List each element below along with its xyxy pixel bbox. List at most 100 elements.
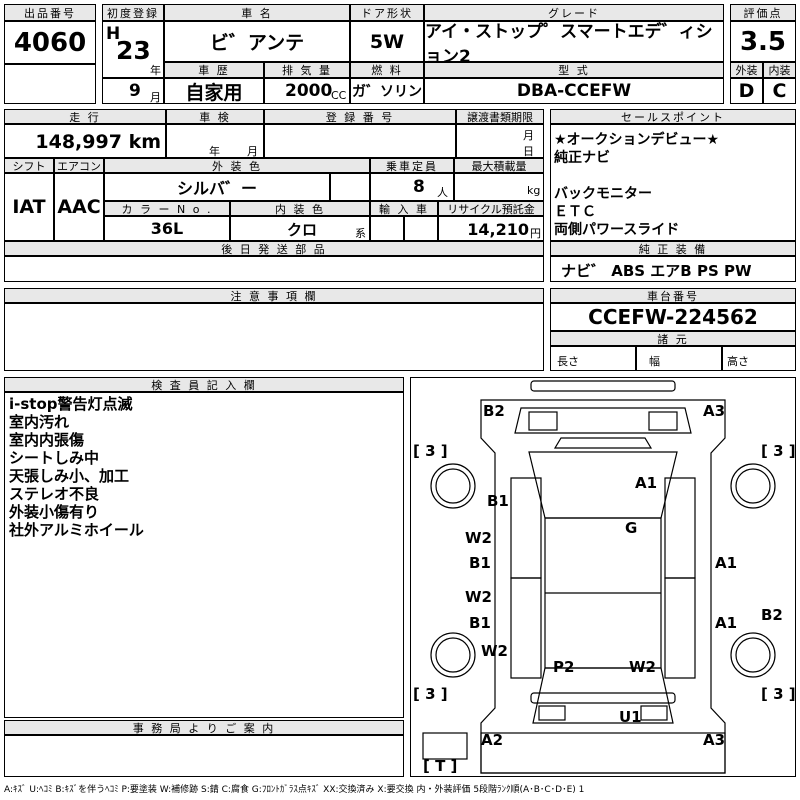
mileage-value: 148,997 (35, 131, 122, 153)
mark-a1-door-right-1: A1 (715, 554, 737, 572)
load-box: kg (454, 173, 544, 201)
color-number: 36L (104, 216, 230, 241)
mark-w2-rear-right: W2 (629, 658, 656, 676)
car-name: ビ゛アンテ (164, 21, 350, 62)
inspector-notes: i-stop警告灯点滅 室内汚れ 室内内張傷 シートしみ中 天張しみ小、加工 ス… (4, 392, 404, 718)
shift: IAT (4, 173, 54, 241)
tread-rear-right: [ 3 ] (761, 685, 795, 703)
interior-unit: 系 (355, 227, 366, 240)
reg-year-unit: 年 (150, 64, 161, 77)
inspect-box: 年 月 (166, 124, 264, 158)
mark-w2-rear-left: W2 (481, 642, 508, 660)
car-outline: B2 A3 [ 3 ] [ 3 ] A1 B1 G W2 B1 A1 W2 B1… (413, 380, 795, 775)
mark-b1-fender: B1 (487, 492, 509, 510)
spec-width: 幅 (636, 346, 722, 371)
inspector-line-5: 天張しみ小、加工 (9, 467, 130, 485)
import-box-1 (370, 216, 404, 241)
mileage-box: 148,997 km (4, 124, 166, 158)
color-blank (330, 173, 370, 201)
sales-line-1: ★オークションデビュー★ (554, 132, 720, 148)
mileage-unit: km (128, 131, 161, 153)
spec-length: 長さ (550, 346, 636, 371)
plate-label: 登 録 番 号 (264, 109, 456, 124)
inspector-line-8: 社外アルミホイール (9, 521, 144, 539)
mark-a1-hood: A1 (635, 474, 657, 492)
inspector-line-3: 室内内張傷 (9, 431, 85, 449)
sales-line-3 (554, 167, 795, 185)
ext-grade: D (730, 78, 763, 104)
office-label: 事 務 局 よ り ご 案 内 (4, 720, 404, 735)
interior-color: クロ (287, 221, 318, 239)
recycle-unit: 円 (530, 227, 541, 240)
mark-a3-front-right: A3 (703, 402, 725, 420)
mark-a2-rear-left: A2 (481, 731, 503, 749)
tread-front-right: [ 3 ] (761, 442, 795, 460)
inspect-year-unit: 年 (209, 145, 220, 158)
recycle-fee: 14,210 (467, 220, 529, 239)
air-con: AAC (54, 173, 104, 241)
specs-label: 諸 元 (550, 331, 796, 346)
reg-label: 初度登録 (102, 4, 164, 21)
mark-b2-front-left: B2 (483, 402, 505, 420)
name-label: 車 名 (164, 4, 350, 21)
int-label: 内装 (763, 62, 796, 78)
plate-box (264, 124, 456, 158)
mark-b1-door-1: B1 (469, 554, 491, 572)
interior-box: クロ 系 (230, 216, 370, 241)
history: 自家用 (164, 78, 264, 104)
disp-box: 2000 CC (264, 78, 350, 104)
model-code: DBA-CCEFW (424, 78, 724, 104)
inspect-month-unit: 月 (247, 145, 258, 158)
transfer-day-unit: 日 (523, 145, 534, 158)
fuel: ガ゛ソリン (350, 78, 424, 104)
tread-rear-left: [ 3 ] (413, 685, 448, 703)
equipment-label: 純 正 装 備 (550, 241, 796, 256)
chassis-label: 車台番号 (550, 288, 796, 303)
interior-label: 内 装 色 (230, 201, 370, 216)
later-parts-label: 後 日 発 送 部 品 (4, 241, 544, 256)
equipment: ナビ゛ ABS エアB PS PW (550, 256, 796, 282)
spec-height: 高さ (722, 346, 796, 371)
lot-blank (4, 64, 96, 104)
ext-color: シルバ゛ー (104, 173, 330, 201)
transfer-label: 譲渡書類期限 (456, 109, 544, 124)
history-label: 車 歴 (164, 62, 264, 78)
recycle-label: リサイクル預託金 (438, 201, 544, 216)
tread-front-left: [ 3 ] (413, 442, 448, 460)
mark-w2-door-1: W2 (465, 529, 492, 547)
ac-label: エアコン (54, 158, 104, 173)
tread-spare: [ T ] (423, 757, 457, 775)
shift-label: シフト (4, 158, 54, 173)
reg-month-box: 9 月 (102, 78, 164, 104)
seats-unit: 人 (437, 186, 448, 199)
sales-line-4: バックモニター (554, 186, 652, 202)
disp-unit: CC (331, 89, 347, 102)
mileage: 148,997 km (35, 131, 161, 153)
score-label: 評価点 (730, 4, 796, 21)
mileage-label: 走 行 (4, 109, 166, 124)
reg-month: 9 (129, 81, 141, 101)
mark-a1-door-right-2: A1 (715, 614, 737, 632)
mark-u1-bumper: U1 (619, 708, 642, 726)
score: 3.5 (730, 21, 796, 62)
transfer-month-unit: 月 (523, 129, 534, 142)
grade-label: グレード (424, 4, 724, 21)
chassis-number: CCEFW-224562 (550, 303, 796, 331)
mark-a3-rear-right: A3 (703, 731, 725, 749)
inspector-line-7: 外装小傷有り (9, 503, 100, 521)
fuel-label: 燃 料 (350, 62, 424, 78)
mark-b2-rear-right: B2 (761, 606, 783, 624)
disp-label: 排 気 量 (264, 62, 350, 78)
int-grade: C (763, 78, 796, 104)
transfer-box: 月 日 (456, 124, 544, 158)
recycle-box: 14,210 円 (438, 216, 544, 241)
damage-diagram: B2 A3 [ 3 ] [ 3 ] A1 B1 G W2 B1 A1 W2 B1… (410, 377, 796, 777)
load-unit: kg (527, 184, 541, 197)
sales-line-6: 両側パワースライド (554, 222, 680, 238)
import-box-2 (404, 216, 438, 241)
sales-line-5: ＥＴＣ (554, 204, 596, 220)
mark-p2-rear: P2 (553, 658, 574, 676)
inspector-line-6: ステレオ不良 (9, 485, 100, 503)
lot-number: 4060 (4, 21, 96, 64)
mark-b1-door-2: B1 (469, 614, 491, 632)
